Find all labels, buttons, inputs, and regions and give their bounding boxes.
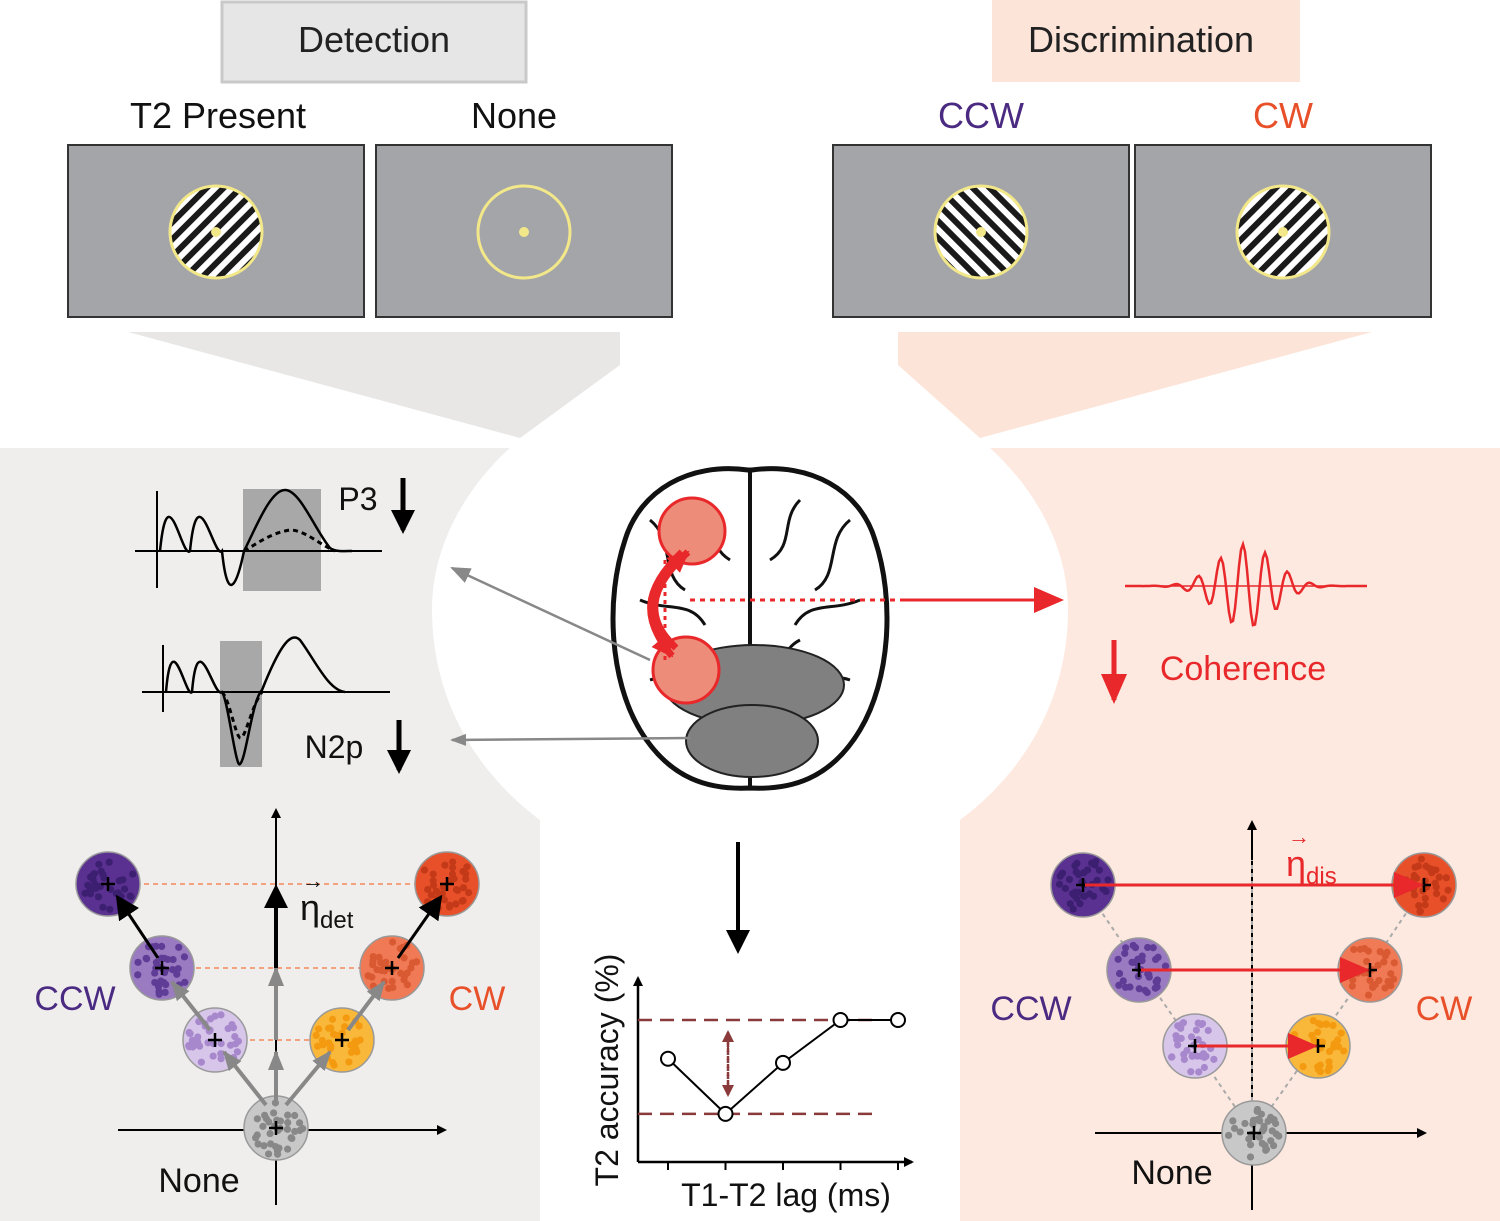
dis-cw-label: CW bbox=[1416, 990, 1473, 1028]
chart-point bbox=[660, 1050, 676, 1067]
chart-x-label: T1-T2 lag (ms) bbox=[681, 1177, 891, 1213]
panel-label-cw: CW bbox=[1253, 95, 1313, 136]
detection-funnel bbox=[128, 332, 620, 438]
discrimination-header: Discrimination bbox=[992, 0, 1300, 82]
n2p-label: N2p bbox=[305, 729, 364, 765]
panel-label-t2-present: T2 Present bbox=[130, 95, 306, 136]
coherence-oscillation: Coherence bbox=[1101, 540, 1367, 704]
det-ccw-label: CCW bbox=[34, 980, 115, 1018]
arrow-to-p3 bbox=[450, 566, 651, 662]
stimulus-t2-present bbox=[67, 144, 365, 318]
det-cluster-ccw-mid bbox=[129, 935, 195, 1001]
dis-none-label: None bbox=[1131, 1154, 1212, 1192]
brain-region-lower bbox=[685, 704, 819, 778]
panel-label-ccw: CCW bbox=[938, 95, 1024, 136]
dis-cluster-ccw-mid bbox=[1106, 937, 1172, 1003]
t2-accuracy-chart: T1-T2 lag (ms) T2 accuracy (%) bbox=[589, 954, 914, 1213]
stimulus-none bbox=[375, 144, 673, 318]
svg-text:→: → bbox=[302, 868, 324, 893]
discrimination-space: CCW CW None ηdis → bbox=[990, 820, 1473, 1210]
coherence-label: Coherence bbox=[1160, 650, 1326, 688]
det-none-label: None bbox=[158, 1162, 239, 1200]
stimulus-ccw bbox=[832, 144, 1130, 318]
dis-cluster-cw-mid bbox=[1337, 937, 1403, 1003]
detection-title: Detection bbox=[298, 19, 450, 60]
detection-space: CCW CW None ηdet → bbox=[34, 808, 506, 1205]
chart-point bbox=[890, 1012, 906, 1028]
det-cluster-cw-high bbox=[414, 851, 480, 917]
chart-point bbox=[717, 1105, 734, 1122]
discrimination-title: Discrimination bbox=[1028, 19, 1254, 60]
brain-node-frontal bbox=[657, 496, 727, 566]
eta-dis-label: ηdis bbox=[1286, 843, 1337, 890]
det-cluster-ccw-low bbox=[182, 1007, 248, 1073]
dis-cluster-cw-high bbox=[1391, 852, 1457, 918]
p3-label: P3 bbox=[338, 481, 377, 517]
panel-label-none: None bbox=[471, 95, 557, 136]
chart-point bbox=[775, 1054, 791, 1071]
detection-header: Detection bbox=[220, 0, 528, 84]
arrow-to-n2p bbox=[450, 733, 691, 746]
chart-y-label: T2 accuracy (%) bbox=[589, 954, 625, 1187]
eta-det-label: ηdet bbox=[300, 887, 354, 934]
dis-cluster-none bbox=[1221, 1100, 1287, 1166]
det-cluster-cw-mid bbox=[359, 935, 425, 1001]
dis-ccw-label: CCW bbox=[990, 990, 1071, 1028]
det-cluster-cw-low bbox=[309, 1007, 375, 1073]
brain-illustration bbox=[610, 466, 890, 791]
det-cw-label: CW bbox=[449, 980, 506, 1018]
stimulus-cw bbox=[1134, 144, 1432, 318]
erp-p3: P3 bbox=[135, 478, 415, 591]
det-cluster-ccw-high bbox=[75, 851, 141, 917]
svg-text:→: → bbox=[1288, 824, 1310, 849]
discrimination-funnel bbox=[898, 332, 1372, 438]
dis-cluster-ccw-high bbox=[1050, 852, 1116, 918]
det-cluster-none bbox=[243, 1095, 309, 1161]
erp-n2p: N2p bbox=[142, 636, 411, 774]
chart-point bbox=[832, 1012, 849, 1028]
